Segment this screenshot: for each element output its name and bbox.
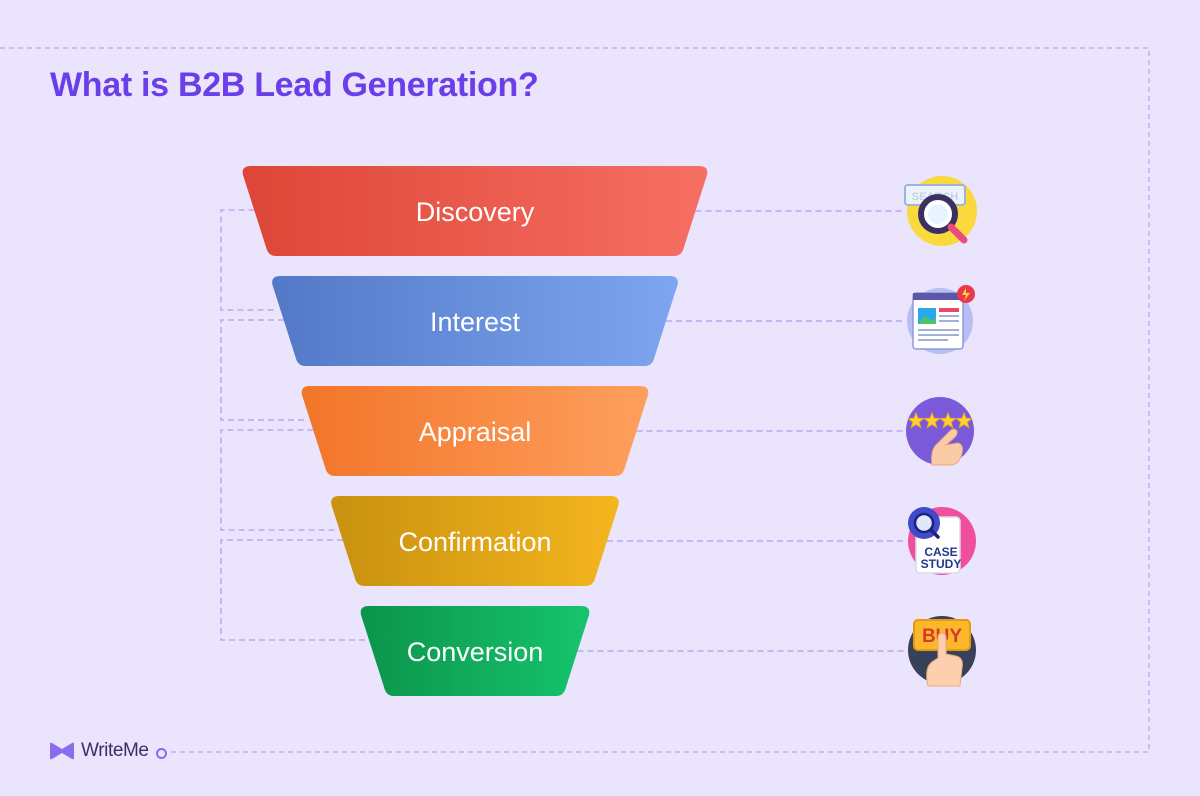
brand-dot	[155, 747, 167, 759]
funnel-stage-label: Conversion	[407, 637, 544, 667]
star-icon	[955, 411, 973, 429]
funnel-stage-label: Discovery	[416, 197, 535, 227]
buy-button-icon: BUY	[908, 616, 976, 687]
connector-lines	[220, 209, 905, 652]
webpage-article-icon	[907, 285, 975, 354]
funnel-stage-conversion	[360, 606, 590, 696]
funnel-stage-label: Confirmation	[398, 527, 551, 557]
star-rating-icon	[906, 397, 974, 466]
star-icon	[907, 411, 925, 429]
bracket-connector	[220, 539, 366, 641]
brand-logo: WriteMe	[49, 740, 167, 762]
funnel-stage-confirmation	[331, 496, 619, 586]
bracket-connector	[220, 319, 307, 421]
bracket-connector	[220, 209, 278, 311]
funnel-stage-appraisal	[301, 386, 649, 476]
funnel-stage-discovery	[242, 166, 708, 256]
funnel-stage-label: Appraisal	[419, 417, 532, 447]
funnel-stage-label: Interest	[430, 307, 521, 337]
case-icon-label-1: CASE	[924, 545, 957, 559]
star-icon	[939, 411, 957, 429]
case-study-document-icon: CASE STUDY	[908, 507, 976, 575]
search-magnifier-icon: SEARCH	[904, 176, 977, 246]
page-title: What is B2B Lead Generation?	[50, 66, 539, 104]
dashed-frame	[0, 47, 1150, 753]
bracket-connector	[220, 429, 337, 531]
case-icon-label-2: STUDY	[921, 557, 962, 571]
funnel-stage-interest	[272, 276, 678, 366]
funnel-stages: DiscoveryInterestAppraisalConfirmationCo…	[242, 166, 708, 696]
star-icon	[923, 411, 941, 429]
writeme-logo-icon	[50, 742, 74, 760]
brand-name: WriteMe	[81, 740, 149, 761]
